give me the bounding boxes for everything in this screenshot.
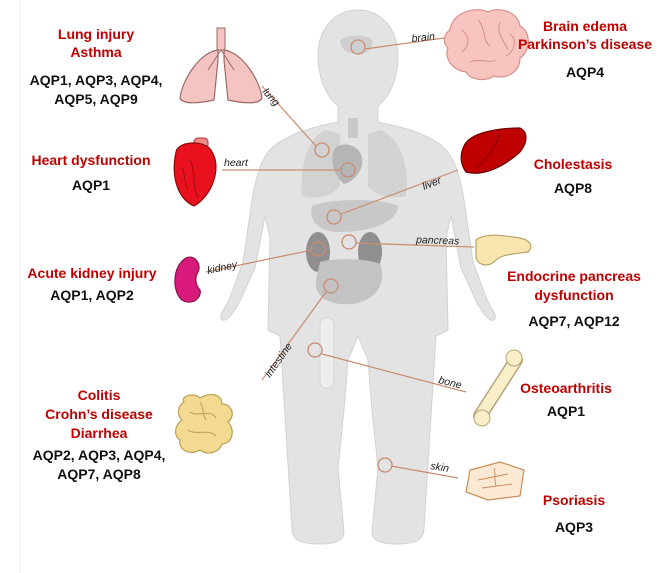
connector-skin (390, 465, 459, 479)
ring-liver (326, 209, 342, 225)
pancreas-illustration (475, 234, 532, 266)
disease-osteoarthritis: Osteoarthritis (520, 380, 612, 396)
disease-cholestasis: Cholestasis (534, 156, 613, 172)
organ-label-heart: heart (224, 157, 249, 169)
ring-bone (307, 342, 323, 358)
connector-lung (261, 85, 317, 147)
ring-kidney (310, 241, 326, 257)
disease-dysfunction: dysfunction (534, 287, 613, 303)
group-brain: Brain edema Parkinson’s disease AQP4 (518, 18, 652, 80)
group-intestine: Colitis Crohn’s disease Diarrhea AQP2, A… (33, 387, 166, 482)
disease-parkinsons: Parkinson’s disease (518, 36, 652, 52)
group-kidney: Acute kidney injury AQP1, AQP2 (27, 265, 156, 303)
aqp-brain: AQP4 (566, 64, 604, 80)
skin-patch-illustration (465, 461, 525, 501)
ring-brain (350, 39, 366, 55)
heart-illustration (173, 137, 217, 207)
aqp-heart: AQP1 (72, 177, 110, 193)
internal-femur (319, 317, 335, 389)
aqp-bone: AQP1 (547, 403, 585, 419)
organ-label-brain: brain (411, 31, 436, 45)
disease-psoriasis: Psoriasis (543, 492, 605, 508)
connector-liver (340, 169, 459, 215)
internal-trachea (348, 118, 358, 138)
ring-lung (314, 142, 330, 158)
connector-kidney (205, 249, 313, 273)
organ-label-pancreas: pancreas (415, 234, 460, 248)
aqp-intestine-line2: AQP7, AQP8 (57, 466, 141, 482)
lungs-illustration (179, 27, 263, 104)
group-pancreas: Endocrine pancreas dysfunction AQP7, AQP… (507, 268, 641, 329)
group-liver: Cholestasis AQP8 (534, 156, 613, 196)
connectors (205, 37, 475, 479)
liver-illustration (460, 127, 527, 174)
kidney-illustration (174, 256, 201, 303)
connector-brain (364, 37, 445, 50)
brain-illustration (443, 9, 529, 81)
disease-brain-edema: Brain edema (543, 18, 627, 34)
aqp-intestine-line1: AQP2, AQP3, AQP4, (33, 447, 166, 463)
ring-skin (377, 457, 393, 473)
disease-asthma: Asthma (70, 44, 122, 60)
aqp-pancreas: AQP7, AQP12 (528, 313, 620, 329)
intestine-illustration (174, 394, 233, 454)
internal-right-lung (368, 130, 407, 198)
ring-pancreas (341, 234, 357, 250)
aqp-lung-line2: AQP5, AQP9 (54, 91, 138, 107)
group-skin: Psoriasis AQP3 (543, 492, 605, 535)
internal-left-lung (301, 130, 340, 198)
ring-intestine (323, 278, 339, 294)
connector-pancreas (355, 242, 475, 248)
group-heart: Heart dysfunction AQP1 (31, 152, 150, 193)
group-lung: Lung injury Asthma AQP1, AQP3, AQP4, AQP… (30, 26, 163, 107)
organ-label-kidney: kidney (206, 259, 239, 277)
disease-crohns: Crohn’s disease (45, 406, 153, 422)
disease-endocrine-pancreas: Endocrine pancreas (507, 268, 641, 284)
disease-acute-kidney-injury: Acute kidney injury (27, 265, 156, 281)
group-bone: Osteoarthritis AQP1 (520, 380, 612, 419)
disease-diarrhea: Diarrhea (71, 425, 128, 441)
connector-bone (321, 353, 467, 393)
aqp-liver: AQP8 (554, 180, 592, 196)
aqp-kidney: AQP1, AQP2 (50, 287, 134, 303)
internal-heart (332, 144, 363, 184)
connector-intestine (261, 291, 327, 381)
organ-label-bone: bone (437, 374, 463, 391)
aqp-skin: AQP3 (555, 519, 593, 535)
ring-heart (340, 162, 356, 178)
organ-label-skin: skin (430, 460, 450, 475)
bone-illustration (473, 349, 523, 427)
aqp-lung-line1: AQP1, AQP3, AQP4, (30, 72, 163, 88)
disease-lung-injury: Lung injury (58, 26, 134, 42)
disease-heart-dysfunction: Heart dysfunction (31, 152, 150, 168)
disease-colitis: Colitis (78, 387, 121, 403)
